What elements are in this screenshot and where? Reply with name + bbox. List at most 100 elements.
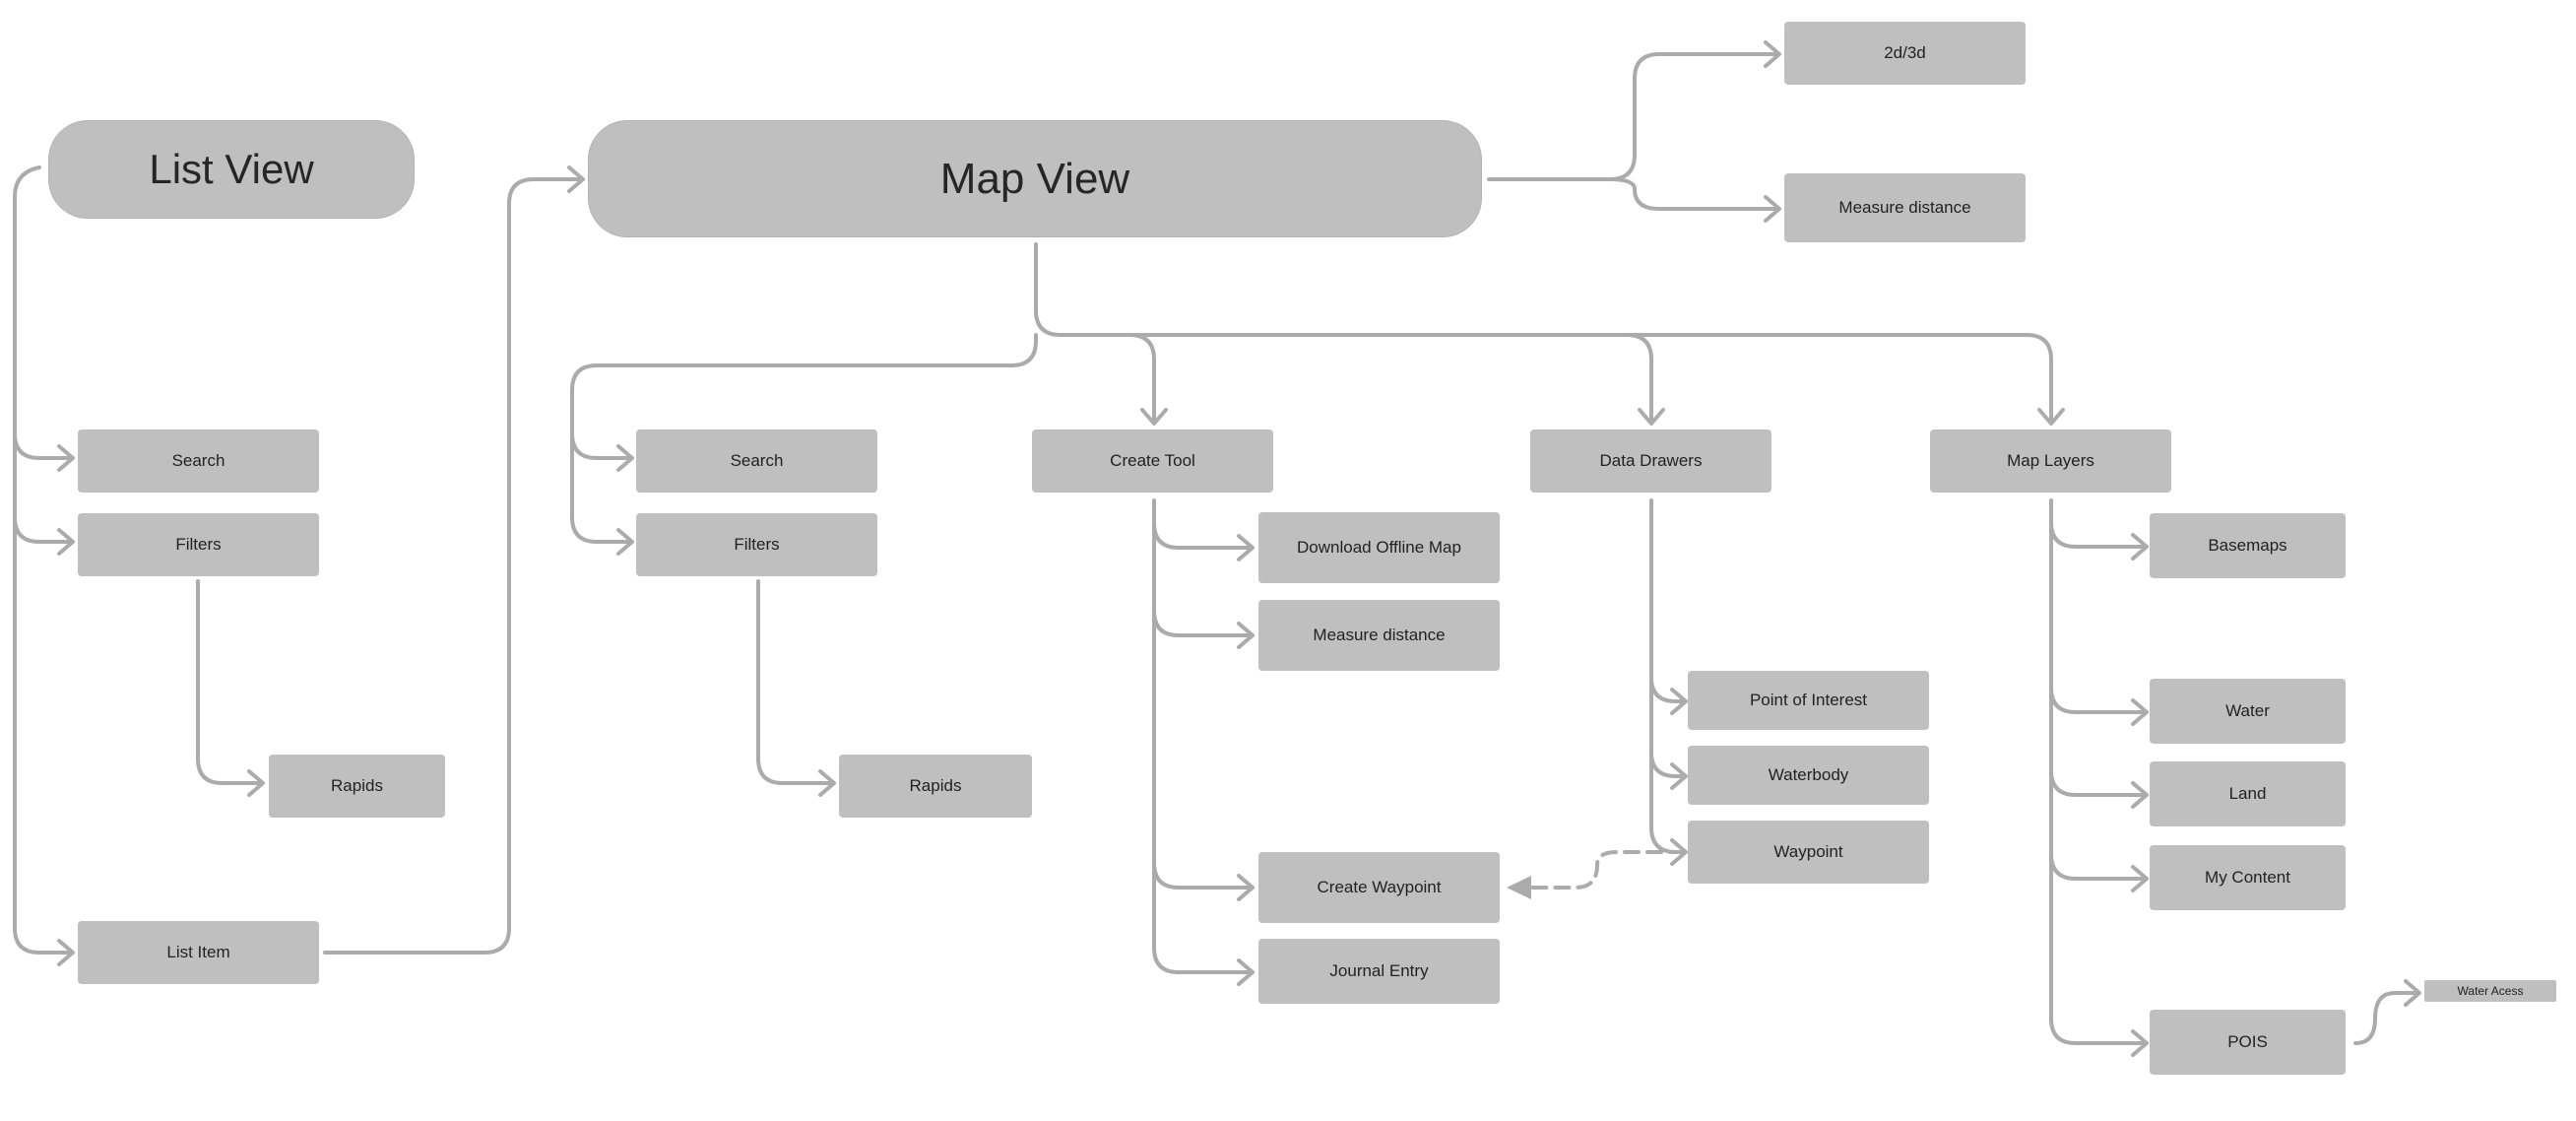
node-create-waypoint[interactable]: Create Waypoint [1258,852,1500,923]
arrowhead-basemaps [2131,533,2149,560]
node-point-of-interest[interactable]: Point of Interest [1688,671,1929,730]
connector-datadrawers-children [1649,498,1686,854]
arrowhead-water [2131,698,2149,726]
node-label: Rapids [331,776,383,795]
arrowhead-waypoint [1670,838,1688,866]
arrowhead-mapview [567,165,585,193]
node-measure-distance-top[interactable]: Measure distance [1784,173,2026,242]
node-map-layers[interactable]: Map Layers [1930,429,2171,493]
arrowhead-journal [1237,958,1255,986]
arrowhead-land [2131,781,2149,809]
node-my-content[interactable]: My Content [2150,845,2346,910]
connector-datadrawers-waterbody [1649,751,1686,778]
node-map-filters[interactable]: Filters [636,513,877,576]
connector-listview-search [13,165,73,460]
arrowhead-measure [1237,622,1255,649]
node-2d3d[interactable]: 2d/3d [1784,22,2026,85]
connector-createtool-children [1152,498,1253,974]
connector-pois-wateraccess [2353,991,2419,1045]
node-label: 2d/3d [1884,43,1926,62]
node-water-access[interactable]: Water Acess [2424,980,2556,1002]
node-create-tool[interactable]: Create Tool [1032,429,1273,493]
arrowhead-measure-top [1764,195,1781,223]
arrowhead-mycontent [2131,865,2149,892]
node-waypoint[interactable]: Waypoint [1688,821,1929,884]
arrowhead-listsearch [57,444,75,472]
arrowhead-mapfilters [616,528,634,556]
connector-mapview-filters [570,431,632,544]
connector-bus-createtool [1127,333,1156,424]
arrowhead-listrapids [247,769,265,797]
node-label: Create Tool [1110,451,1195,470]
connector-maplayers-water [2049,686,2147,714]
node-data-drawers[interactable]: Data Drawers [1530,429,1771,493]
node-list-filters[interactable]: Filters [78,513,319,576]
node-label: Measure distance [1838,198,1971,217]
connector-listview-listitem [13,515,73,955]
arrowhead-listitem [57,939,75,966]
node-label: Waterbody [1768,765,1849,784]
node-label: Filters [175,535,222,554]
arrowhead-mapsearch [616,444,634,472]
node-label: Create Waypoint [1317,878,1442,896]
connector-maplayers-land [2049,768,2147,797]
arrowhead-2d3d [1764,40,1781,68]
arrowhead-datadrawers [1638,408,1665,426]
node-list-rapids[interactable]: Rapids [269,755,445,818]
node-pois[interactable]: POIS [2150,1010,2346,1075]
node-waterbody[interactable]: Waterbody [1688,746,1929,805]
node-label: Basemaps [2208,536,2287,555]
connector-createtool-measure [1152,609,1253,637]
connector-createtool-download [1152,521,1253,550]
node-list-search[interactable]: Search [78,429,319,493]
node-label: Data Drawers [1599,451,1703,470]
connector-bus-datadrawers [1625,333,1653,424]
node-label: Water [2225,701,2270,720]
node-label: Map Layers [2007,451,2094,470]
node-water[interactable]: Water [2150,679,2346,744]
node-label: Journal Entry [1329,961,1429,980]
node-map-rapids[interactable]: Rapids [839,755,1032,818]
connector-mapview-search [570,333,1038,460]
connector-mapview-bus [1034,242,2053,424]
node-label: Rapids [909,776,962,795]
node-label: Waypoint [1773,842,1843,861]
arrowheads [57,40,2421,1057]
arrowhead-pois [2131,1029,2149,1057]
arrowhead-waterbody [1670,762,1688,790]
node-download-offline-map[interactable]: Download Offline Map [1258,512,1500,583]
node-journal-entry[interactable]: Journal Entry [1258,939,1500,1004]
node-list-item[interactable]: List Item [78,921,319,984]
node-label: Point of Interest [1749,691,1868,709]
node-label: My Content [2205,868,2290,887]
node-label: POIS [2227,1032,2268,1051]
arrowhead-createwaypoint [1237,874,1255,901]
node-label: Search [171,451,225,470]
arrowhead-download [1237,534,1255,561]
node-map-search[interactable]: Search [636,429,877,493]
node-basemaps[interactable]: Basemaps [2150,513,2346,578]
arrowhead-maplayers [2037,408,2065,426]
connector-mapfilters-rapids [756,579,834,785]
node-map-view[interactable]: Map View [588,120,1482,237]
node-label: Download Offline Map [1297,538,1461,557]
connector-maplayers-mycontent [2049,852,2147,881]
arrowhead-maprapids [818,769,836,797]
connector-maplayers-basemaps [2049,520,2147,549]
connector-mapview-2d3d [1487,52,1779,181]
node-land[interactable]: Land [2150,761,2346,826]
connector-mapview-measure [1608,177,1779,211]
node-label: Water Acess [2457,984,2524,998]
connector-filters-rapids [196,579,263,785]
node-measure-distance[interactable]: Measure distance [1258,600,1500,671]
node-label: Map View [939,154,1130,203]
connector-listitem-mapview [323,177,583,955]
node-label: Land [2228,784,2267,803]
node-label: List Item [166,943,230,961]
arrowhead-createtool [1140,408,1168,426]
arrowhead-poi [1670,688,1688,715]
node-list-view[interactable]: List View [48,120,415,219]
connector-waypoint-createwaypoint [1522,850,1686,890]
node-label: Measure distance [1313,626,1446,644]
